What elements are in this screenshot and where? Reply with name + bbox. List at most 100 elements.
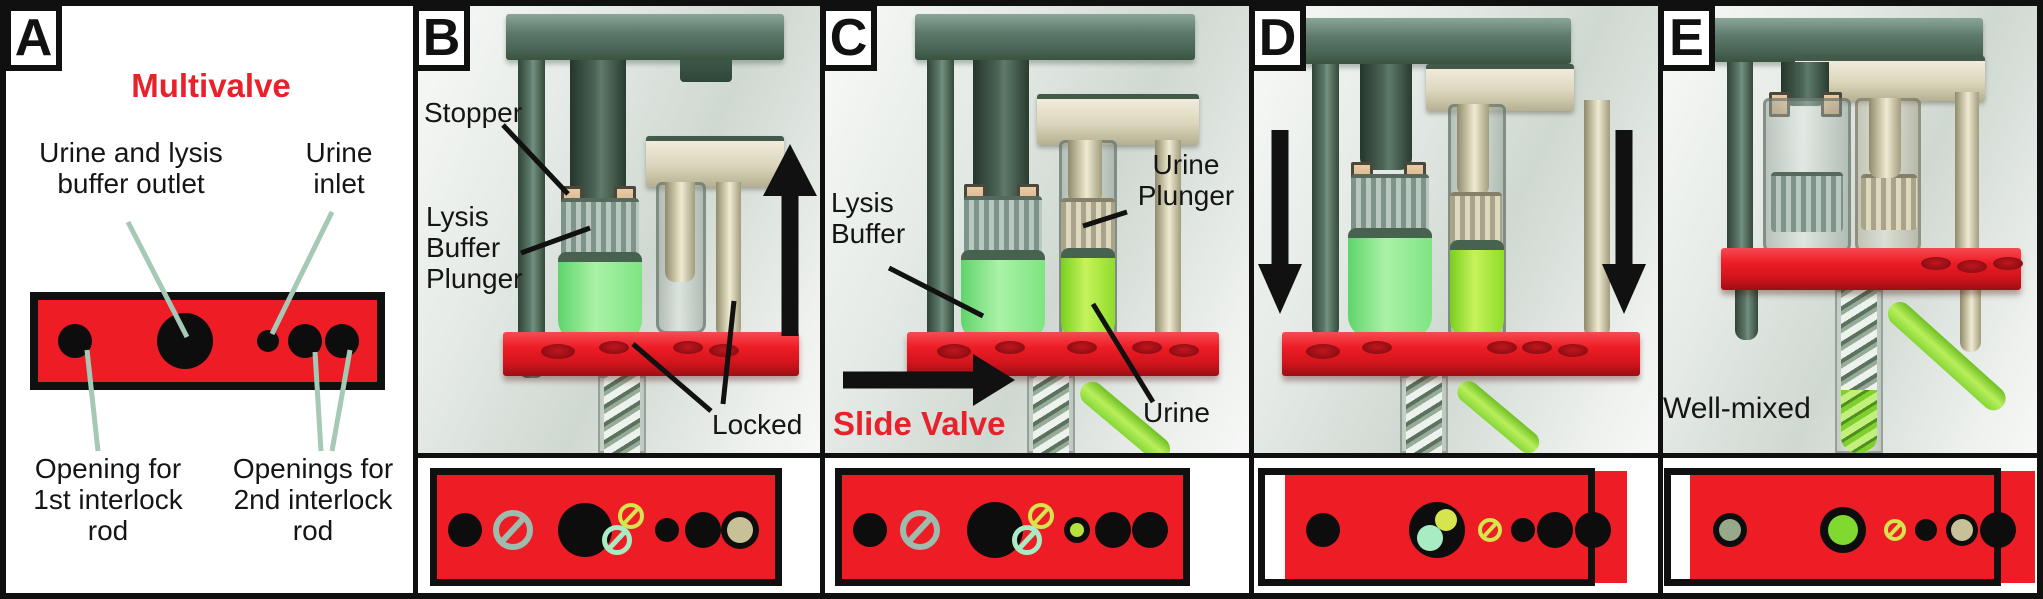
- valve-port-hole: [1306, 513, 1340, 547]
- right-arrow-icon: [843, 354, 1015, 406]
- panel-c: Lysis Buffer Urine Plunger Urine Slide V…: [820, 6, 1249, 593]
- port-content-dot: [1828, 515, 1858, 545]
- urine-plunger-barrel: [1450, 192, 1502, 246]
- valve-port-hole: [558, 503, 612, 557]
- urine-plunger-barrel: [1861, 174, 1917, 230]
- frame-top-bar: [1299, 18, 1571, 64]
- blocked-port-slash: [500, 516, 526, 544]
- plate-hole: [541, 344, 575, 359]
- port-content-dot: [1417, 525, 1443, 551]
- frame-top-bar: [1713, 18, 1983, 62]
- valve-body-frame: [835, 468, 1190, 586]
- valve-port-hole: [1095, 512, 1131, 548]
- mixer-helix: [1406, 376, 1442, 453]
- valve-strip-e: [1663, 458, 2037, 593]
- blocked-port-slash: [1017, 530, 1037, 550]
- support-rod-left: [927, 60, 954, 378]
- valve-port-hole: [1537, 512, 1573, 548]
- lysis-buffer-liquid: [961, 250, 1045, 342]
- interlock-rod-stub: [1960, 290, 1981, 352]
- panel-divider: [1663, 453, 2037, 458]
- lysis-plunger-shaft: [1360, 64, 1412, 170]
- slide-valve-label: Slide Valve: [833, 405, 1006, 442]
- inlet-leader-line: [269, 210, 335, 336]
- valve-port-hole: [157, 313, 213, 369]
- port-content-dot: [727, 517, 753, 543]
- opening2-leader-line-1: [312, 351, 324, 452]
- valve-strip-b: [418, 458, 820, 593]
- plate-hole: [1993, 257, 2023, 270]
- plate-hole: [995, 341, 1025, 354]
- panel-e-letter: E: [1663, 6, 1715, 71]
- interlock-rod-right: [1584, 100, 1610, 338]
- plate-hole: [1306, 344, 1340, 359]
- lysis-plunger-barrel: [1771, 172, 1843, 232]
- panel-c-letter: C: [825, 6, 877, 71]
- blocked-port-icon: [1012, 525, 1042, 555]
- valve-body-frame: [430, 468, 782, 586]
- plate-hole: [1132, 341, 1162, 354]
- panel-divider: [1254, 453, 1658, 458]
- valve-strip-c: [825, 458, 1249, 593]
- support-rod-stub: [1735, 290, 1758, 340]
- urine-carriage-bar: [646, 136, 784, 187]
- panel-d-annotations: [1258, 130, 1646, 314]
- blocked-port-icon: [1028, 503, 1054, 529]
- blocked-port-slash: [1888, 522, 1902, 538]
- multivalve-schematic: [6, 6, 413, 593]
- port-content-dot: [1435, 509, 1457, 531]
- inlet-label: Urine inlet: [305, 137, 373, 199]
- blocked-port-icon: [900, 510, 940, 550]
- interlock-rod-right: [1155, 140, 1181, 340]
- valve-port-hole: [1064, 517, 1090, 543]
- valve-port-hole: [685, 512, 721, 548]
- outlet-tube-green: [1882, 297, 2011, 416]
- plate-hole: [1067, 341, 1097, 354]
- blocked-port-slash: [1482, 522, 1498, 538]
- valve-port-hole: [1713, 513, 1747, 547]
- opening1-label: Opening for 1st interlock rod: [33, 453, 183, 546]
- plate-hole: [1362, 341, 1392, 354]
- frame-top-bar: [915, 14, 1195, 60]
- plate-hole: [1957, 260, 1987, 273]
- lysis-plunger-barrel: [964, 196, 1042, 256]
- valve-plate: [907, 332, 1219, 376]
- interlock-rod-right: [716, 182, 741, 338]
- blocked-port-icon: [1478, 518, 1502, 542]
- urine-carriage-bar: [1037, 94, 1199, 145]
- plate-hole: [1921, 257, 1951, 270]
- opening2-leader-line-2: [329, 349, 353, 452]
- locked-leader-line-2: [720, 300, 737, 405]
- plunger-leader-line: [520, 225, 591, 256]
- blocked-port-slash: [607, 530, 627, 550]
- valve-port-hole: [1575, 512, 1611, 548]
- mixed-sample-in-helix: [1841, 390, 1877, 453]
- opening2-label: Openings for 2nd interlock rod: [232, 453, 394, 546]
- valve-port-hole: [853, 513, 887, 547]
- valve-port-hole: [1132, 512, 1168, 548]
- down-arrow-icon-right: [1602, 130, 1646, 314]
- valve-port-hole: [325, 324, 359, 358]
- valve-plate: [503, 332, 799, 376]
- opening1-leader-line: [84, 349, 101, 452]
- panel-a-letter: A: [6, 6, 62, 71]
- lysis-plunger-shaft: [570, 60, 626, 204]
- lysis-plunger-barrel: [561, 198, 639, 260]
- up-arrow-icon: [763, 144, 817, 336]
- interlock-rod-right: [1955, 92, 1979, 258]
- panel-e: Well-mixed E: [1658, 6, 2037, 593]
- panel-b-annotations: [501, 123, 817, 413]
- plate-hole: [1522, 341, 1552, 354]
- valve-port-hole: [448, 513, 482, 547]
- valve-body-frame: [30, 292, 385, 390]
- blocked-port-icon: [1884, 519, 1906, 541]
- outlet-leader-line: [125, 220, 190, 339]
- panel-b-render: Stopper Lysis Buffer Plunger Locked: [418, 6, 820, 453]
- lysis-buffer-liquid: [558, 252, 642, 342]
- valve-port-hole: [1820, 507, 1866, 553]
- urine-liquid: [1450, 240, 1504, 338]
- frame-notch: [680, 60, 732, 82]
- port-content-dot: [1070, 523, 1084, 537]
- panel-d-render: [1254, 6, 1658, 453]
- panel-c-render: Lysis Buffer Urine Plunger Urine Slide V…: [825, 6, 1249, 453]
